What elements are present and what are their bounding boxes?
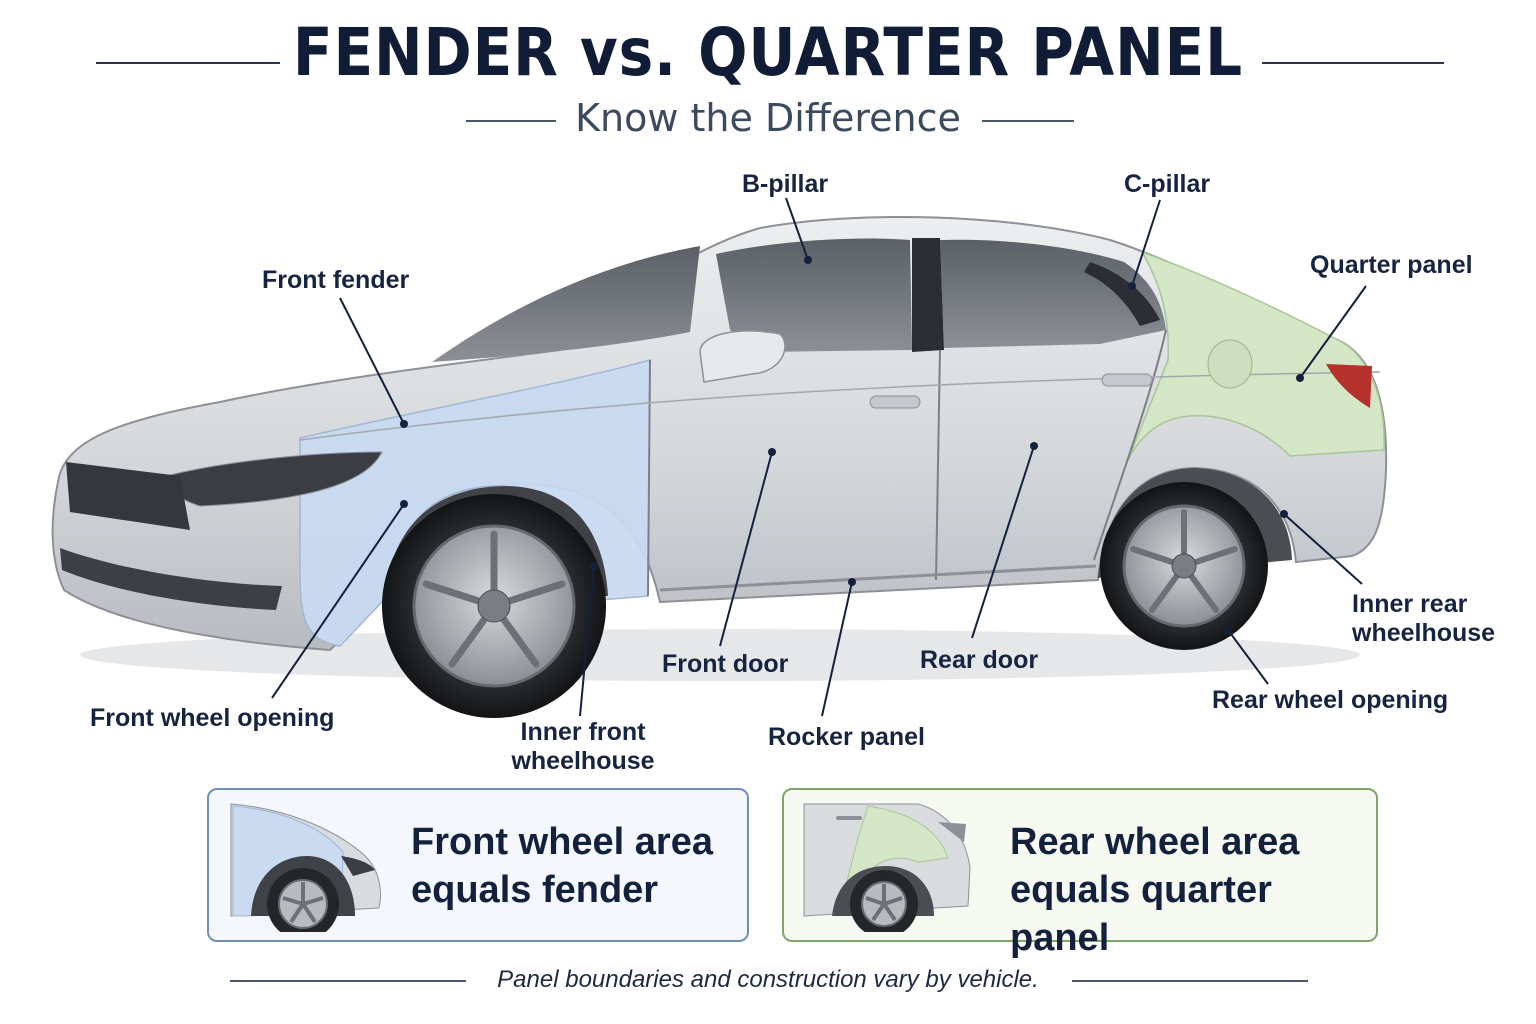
footnote: Panel boundaries and construction vary b… [497, 966, 1039, 993]
rear-wheel [1100, 482, 1268, 650]
card-front-text: Front wheel area equals fender [411, 818, 713, 914]
fuel-door [1207, 339, 1253, 389]
card-rear-line2: equals quarter panel [1010, 869, 1272, 959]
label-rear-wheel-opening: Rear wheel opening [1212, 686, 1449, 714]
rocker-line [659, 564, 1097, 592]
quarter-panel-shape [1127, 250, 1385, 461]
footnote-rule-left [230, 980, 466, 982]
label-front-door: Front door [662, 650, 789, 678]
label-inner-rear-wheelhouse: Inner rear wheelhouse [1352, 590, 1495, 648]
rear-door-seam [1093, 329, 1167, 561]
label-front-wheel-opening: Front wheel opening [90, 704, 335, 732]
windshield [432, 246, 700, 362]
label-b-pillar: B-pillar [742, 170, 829, 198]
lower-grille [60, 548, 282, 610]
card-front-wheel-area: Front wheel area equals fender [207, 788, 749, 942]
label-inner-front-line1: Inner front [520, 718, 646, 746]
card-rear-line1: Rear wheel area [1010, 821, 1300, 863]
b-pillar-shape [912, 238, 944, 352]
title-rule-left [96, 62, 280, 64]
card-rear-wheel-area: Rear wheel area equals quarter panel [782, 788, 1378, 959]
front-side-window [716, 238, 912, 352]
footnote-rule-right [1072, 980, 1308, 982]
grille [66, 462, 190, 530]
leader-dots [400, 256, 1304, 634]
page-subtitle: Know the Difference [575, 96, 961, 140]
label-rear-door: Rear door [920, 646, 1039, 674]
page-title: FENDER vs. QUARTER PANEL [292, 14, 1244, 91]
card-front-line1: Front wheel area [411, 821, 713, 863]
label-inner-rear-line1: Inner rear [1352, 590, 1468, 618]
rear-door-handle [1101, 373, 1153, 387]
side-mirror [699, 330, 786, 383]
label-inner-front-line2: wheelhouse [511, 747, 655, 775]
front-wheel [382, 494, 606, 718]
headlight [165, 451, 383, 507]
c-pillar-shape [1084, 262, 1160, 326]
subtitle-rule-right [982, 120, 1074, 122]
rear-side-window [940, 239, 1166, 348]
card-front-line2: equals fender [411, 869, 659, 911]
label-quarter-panel: Quarter panel [1310, 251, 1473, 279]
body-crease [299, 371, 1381, 441]
leader-lines [271, 197, 1367, 717]
subtitle-rule-left [466, 120, 556, 122]
rear-quarter-thumbnail [803, 803, 971, 932]
b-door-seam [935, 349, 941, 581]
label-inner-front-wheelhouse: Inner front wheelhouse [510, 718, 656, 776]
label-c-pillar: C-pillar [1124, 170, 1211, 198]
taillight [1326, 364, 1372, 408]
label-inner-rear-line2: wheelhouse [1352, 619, 1496, 647]
front-door-seam [647, 359, 651, 597]
front-fender-thumbnail [230, 803, 381, 932]
front-door-handle [869, 395, 921, 409]
label-rocker-panel: Rocker panel [768, 723, 926, 751]
card-rear-text: Rear wheel area equals quarter panel [1010, 818, 1376, 962]
label-front-fender: Front fender [262, 266, 410, 294]
title-rule-right [1262, 62, 1444, 64]
